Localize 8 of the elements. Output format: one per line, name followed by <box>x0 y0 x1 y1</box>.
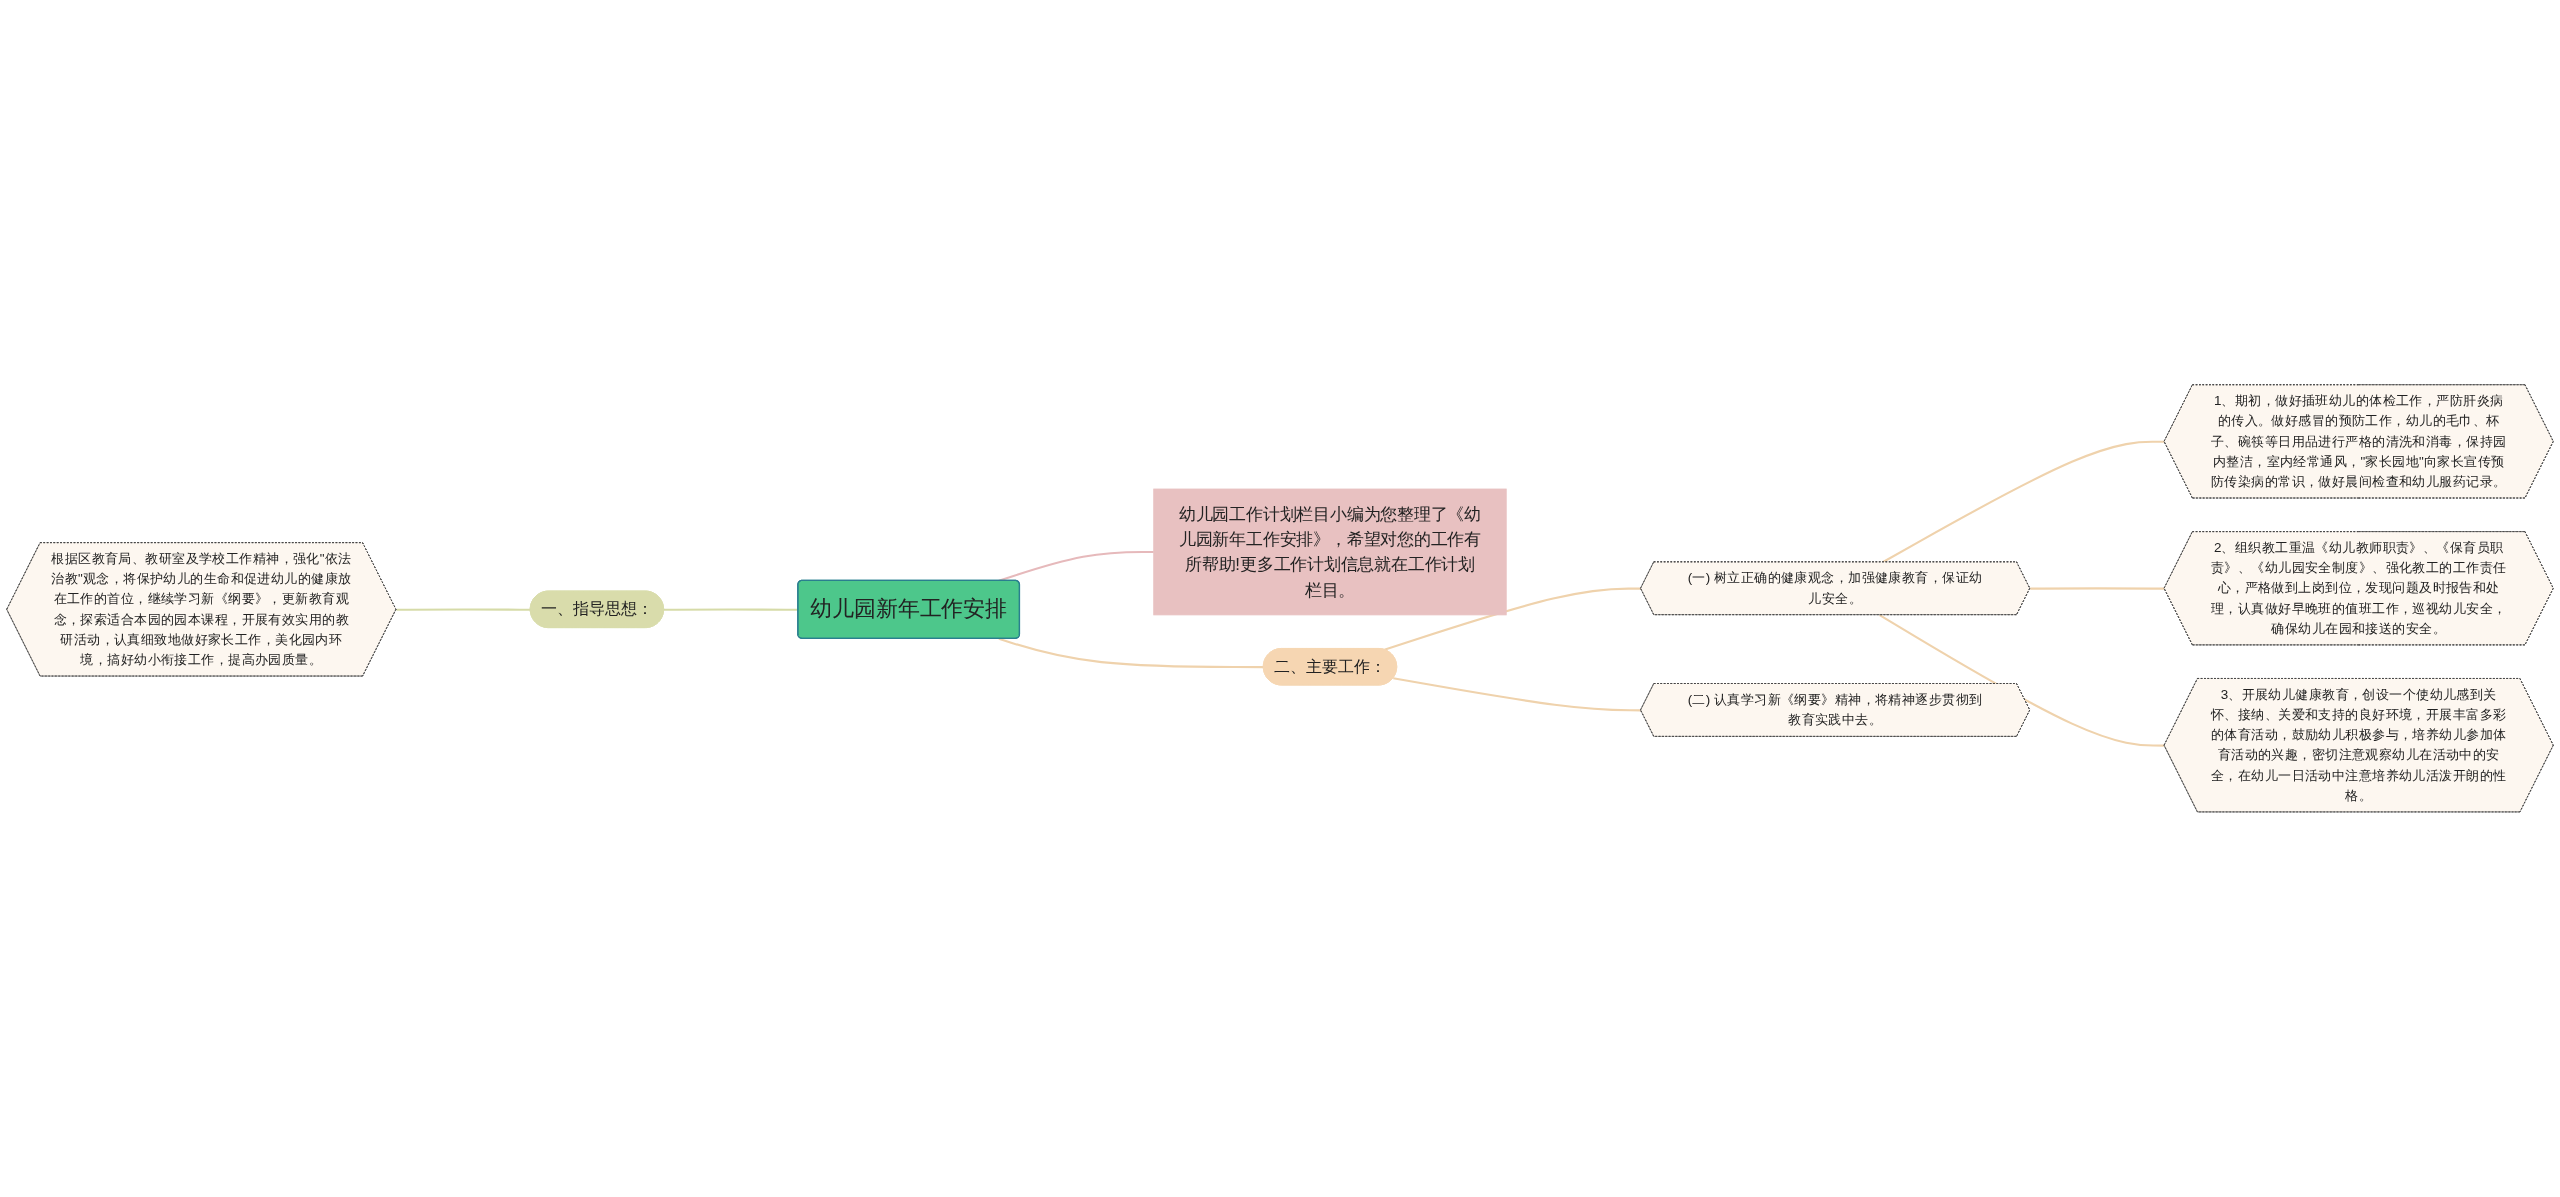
connector <box>1393 677 1641 712</box>
connector <box>998 637 1264 669</box>
node-box: 幼儿园工作计划栏目小编为您整理了《幼儿园新年工作安排》，希望对您的工作有所帮助!更多工作计划信息就在工作计划栏目。 <box>1153 488 1507 616</box>
connector <box>998 551 1154 582</box>
connector <box>396 608 531 611</box>
connector <box>1879 614 2165 747</box>
connector <box>1384 587 1641 651</box>
connector <box>2030 587 2165 590</box>
